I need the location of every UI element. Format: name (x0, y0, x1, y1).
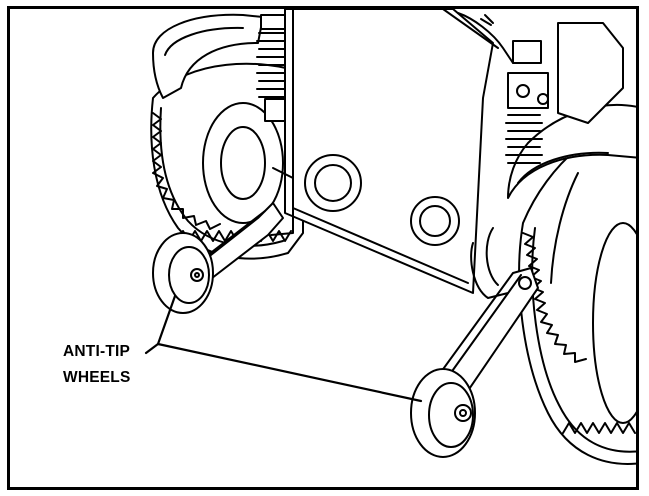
left-fender (152, 13, 264, 99)
label-line-2: WHEELS (63, 369, 131, 386)
right-circuit-breaker-cap (410, 196, 460, 246)
left-anti-tip-assembly (152, 167, 294, 314)
left-anti-tip-wheel (152, 232, 214, 314)
right-fender (507, 104, 636, 199)
battery-box (284, 9, 514, 294)
right-anti-tip-wheel (410, 368, 476, 458)
leader-to-right-anti-tip-wheel (156, 342, 423, 403)
right-drive-wheel (518, 121, 636, 465)
leader-to-left-anti-tip-wheel (156, 294, 177, 346)
power-chair-rear-illustration (144, 9, 636, 465)
figure-frame: ANTI-TIP WHEELS (7, 6, 639, 490)
callout-leaders (144, 294, 423, 403)
left-circuit-breaker-cap (304, 154, 362, 212)
right-anti-tip-assembly (410, 227, 539, 458)
label-line-1: ANTI-TIP (63, 343, 131, 360)
anti-tip-wheels-label: ANTI-TIP WHEELS (63, 339, 131, 391)
right-suspension-spring (505, 22, 624, 164)
